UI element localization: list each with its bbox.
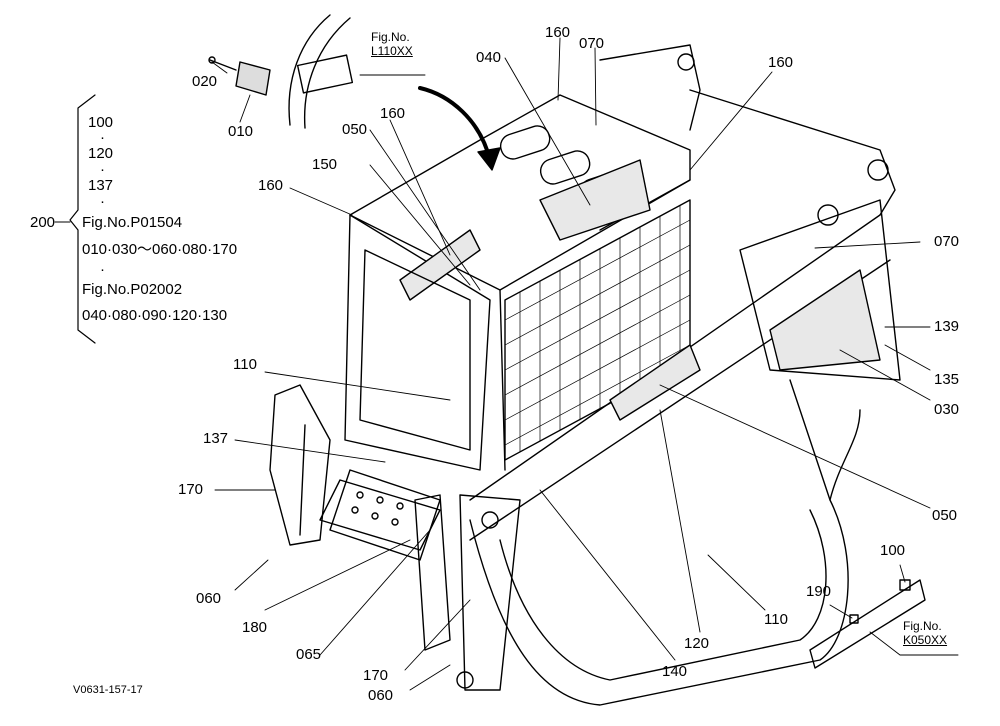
fig-reference-bottom: Fig.No. K050XX — [903, 619, 947, 647]
group-fig1-parts: 010·030～060·080·170 — [82, 241, 238, 258]
callout-060-left: 060 — [196, 590, 222, 607]
callout-050-top: 050 — [342, 121, 368, 138]
group-fig2: Fig.No.P02002 — [82, 281, 183, 298]
callout-160-right: 160 — [768, 54, 794, 71]
callout-170-bottom: 170 — [363, 667, 389, 684]
callout-100: 100 — [880, 542, 906, 559]
detail-step-rail — [809, 579, 926, 669]
boom-arm — [469, 44, 901, 541]
callout-160-roof: 160 — [545, 24, 571, 41]
callout-110-left: 110 — [233, 356, 257, 373]
lift-arm-left — [269, 384, 521, 691]
callout-030: 030 — [934, 401, 960, 418]
group-number-200: 200 — [30, 214, 56, 231]
track — [469, 379, 861, 706]
fig-reference-bottom-code: K050XX — [903, 633, 948, 647]
callout-020: 020 — [192, 73, 218, 90]
callout-160-left: 160 — [258, 177, 284, 194]
leader-lines — [211, 37, 959, 691]
group-dot-1: · — [100, 129, 105, 146]
callout-040: 040 — [476, 49, 502, 66]
callout-160-top: 160 — [380, 105, 406, 122]
fig-reference-top-label: Fig.No. — [371, 30, 410, 44]
callout-140: 140 — [662, 663, 688, 680]
group-brace — [69, 94, 96, 344]
callout-010: 010 — [228, 123, 254, 140]
fig-reference-top: Fig.No. L110XX — [371, 30, 413, 58]
callout-060-bottom: 060 — [368, 687, 394, 704]
callout-180: 180 — [242, 619, 268, 636]
group-item-120: 120 — [88, 145, 114, 162]
callout-110-right: 110 — [764, 611, 788, 628]
drawing-code: V0631-157-17 — [73, 684, 143, 696]
callout-070-top: 070 — [579, 35, 605, 52]
direction-arrow — [418, 86, 501, 171]
side-mesh-grid — [504, 205, 691, 453]
callout-065: 065 — [296, 646, 322, 663]
group-dot-3: · — [100, 193, 105, 210]
cab — [344, 94, 691, 471]
callout-139: 139 — [934, 318, 960, 335]
group-item-137: 137 — [88, 177, 114, 194]
group-dot-4: · — [100, 261, 105, 278]
group-item-100: 100 — [88, 114, 114, 131]
fig-reference-bottom-label: Fig.No. — [903, 619, 942, 633]
callout-135: 135 — [934, 371, 960, 388]
callout-120: 120 — [684, 635, 710, 652]
group-fig2-parts: 040·080·090·120·130 — [82, 307, 228, 324]
callout-150: 150 — [312, 156, 338, 173]
step-plate — [319, 479, 441, 551]
callout-137: 137 — [203, 430, 229, 447]
callout-070-right: 070 — [934, 233, 960, 250]
fig-reference-top-code: L110XX — [371, 44, 413, 58]
callout-170-left: 170 — [178, 481, 204, 498]
group-dot-2: · — [100, 161, 105, 178]
callout-190: 190 — [806, 583, 832, 600]
callout-050-right: 050 — [932, 507, 958, 524]
group-fig1: Fig.No.P01504 — [82, 214, 183, 231]
detail-arm-bracket — [208, 14, 354, 129]
